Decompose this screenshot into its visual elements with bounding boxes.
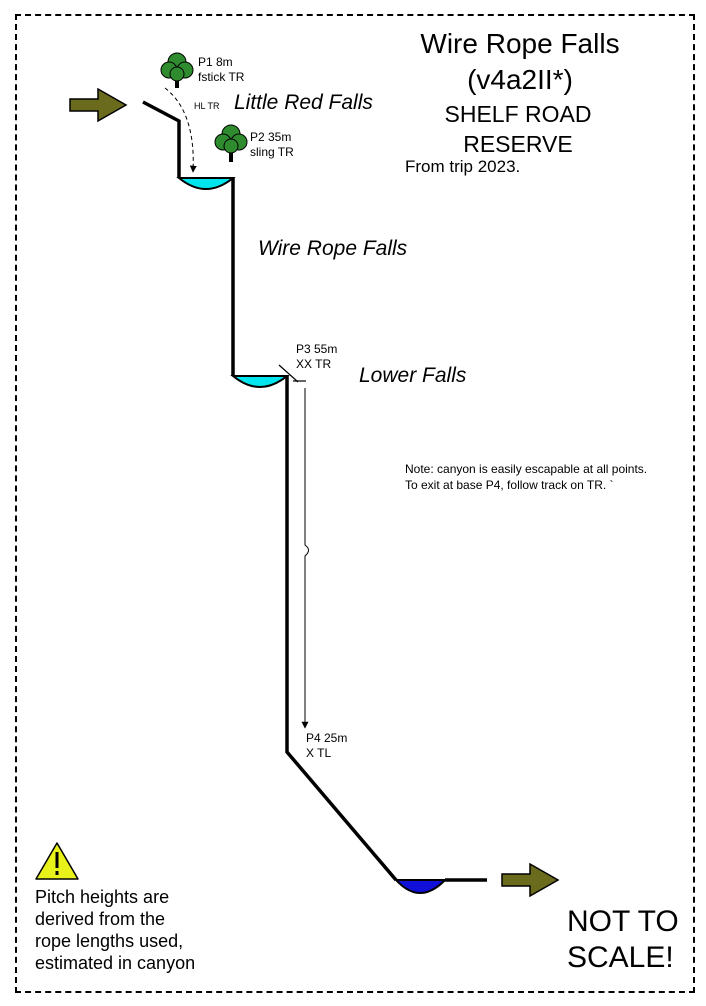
fall-name-little-red: Little Red Falls <box>234 91 373 114</box>
warning-line: Pitch heights are <box>35 887 170 907</box>
grade-label: (v4a2II*) <box>467 64 573 95</box>
reserve-name-line2: RESERVE <box>463 131 573 157</box>
p3-rope-line <box>301 388 309 729</box>
trip-date: From trip 2023. <box>405 157 521 176</box>
fall-name-wire-rope: Wire Rope Falls <box>258 237 408 260</box>
warning-line: derived from the <box>35 909 166 929</box>
escape-note: Note: canyon is easily escapable at all … <box>405 462 648 492</box>
warning-triangle-icon <box>35 842 79 880</box>
pitch-anchor: X TL <box>306 746 332 760</box>
tree-icon <box>160 52 194 88</box>
pitch-anchor: fstick TR <box>198 70 245 84</box>
pitch-height: P1 8m <box>198 55 233 69</box>
reserve-name-line1: SHELF ROAD <box>444 101 592 127</box>
pool-2 <box>230 375 290 388</box>
warning-line: rope lengths used, <box>35 931 184 951</box>
pitch-anchor: sling TR <box>250 145 294 159</box>
tree-icon <box>214 124 248 162</box>
pitch-anchor: XX TR <box>296 357 332 371</box>
exit-arrow-icon <box>501 862 560 898</box>
warning-line: estimated in canyon <box>35 953 196 973</box>
pool-3 <box>393 879 448 894</box>
scale-line: SCALE! <box>567 941 674 974</box>
pitch-label-p1: P1 8m fstick TR <box>198 55 244 85</box>
page-border <box>15 14 695 993</box>
scale-line: NOT TO <box>567 905 679 938</box>
canyon-profile <box>142 100 487 882</box>
entry-arrow-icon <box>69 87 128 123</box>
pitch-label-p4: P4 25m X TL <box>306 731 347 761</box>
not-to-scale-label: NOT TO SCALE! <box>567 904 679 976</box>
pool-1 <box>176 177 236 190</box>
pitch-height: P4 25m <box>306 731 348 745</box>
page-title: Wire Rope Falls <box>420 28 620 59</box>
p3-anchor-mark <box>278 364 299 383</box>
handline-label: HL TR <box>194 101 220 111</box>
pitch-height: P2 35m <box>250 130 292 144</box>
pitch-label-p3: P3 55m XX TR <box>296 342 337 372</box>
handline-path <box>164 87 197 173</box>
pitch-label-p2: P2 35m sling TR <box>250 130 294 160</box>
pitch-height: P3 55m <box>296 342 338 356</box>
fall-name-lower: Lower Falls <box>359 364 467 387</box>
warning-text: Pitch heights are derived from the rope … <box>35 886 195 974</box>
